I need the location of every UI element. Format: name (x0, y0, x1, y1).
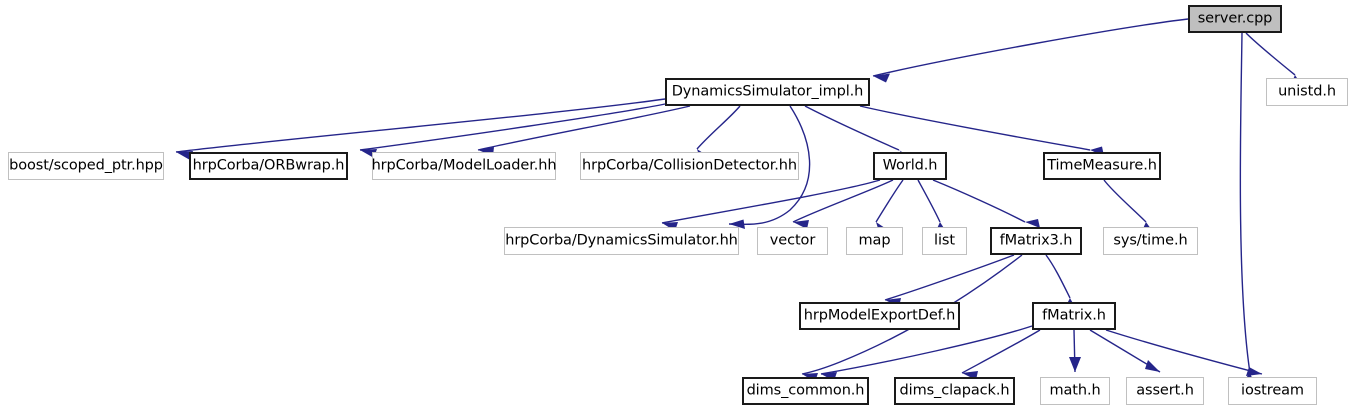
edge-dynsim_impl-to-orbwrap (359, 103, 666, 151)
node-label-map: map (858, 232, 891, 249)
edge-fmatrix-to-dims_clapack (961, 329, 1041, 374)
node-server_cpp[interactable]: server.cpp (1188, 5, 1282, 33)
node-modelloader[interactable]: hrpCorba/ModelLoader.hh (371, 152, 557, 180)
node-label-world: World.h (882, 157, 938, 174)
edge-timemeasure-to-sys_time (1103, 179, 1147, 223)
node-iostream[interactable]: iostream (1228, 377, 1317, 405)
edge-server_cpp-to-iostream (1239, 32, 1251, 374)
edge-dynsim_impl-to-timemeasure (859, 105, 1091, 151)
node-orbwrap[interactable]: hrpCorba/ORBwrap.h (189, 152, 348, 180)
node-list[interactable]: list (922, 227, 967, 255)
node-label-dims_common: dims_common.h (746, 382, 865, 399)
node-map[interactable]: map (846, 227, 903, 255)
edge-fmatrix3-to-hrpmodelexportdef (884, 254, 1015, 301)
edge-fmatrix-to-iostream (1105, 329, 1263, 375)
node-dynsim_impl[interactable]: DynamicsSimulator_impl.h (665, 78, 870, 106)
edge-fmatrix3-to-dims_common (801, 254, 1023, 375)
node-boost_scoped_ptr[interactable]: boost/scoped_ptr.hpp (8, 152, 164, 180)
arrowhead-dynsim_impl-to-boost_scoped_ptr (176, 151, 193, 160)
node-label-dynsim_hh: hrpCorba/DynamicsSimulator.hh (505, 232, 738, 249)
arrowhead-world-to-vector (793, 220, 809, 229)
node-label-fmatrix: fMatrix.h (1042, 307, 1106, 324)
node-dynsim_hh[interactable]: hrpCorba/DynamicsSimulator.hh (504, 227, 739, 255)
node-assert_h[interactable]: assert.h (1126, 377, 1204, 405)
node-hrpmodelexportdef[interactable]: hrpModelExportDef.h (799, 302, 960, 330)
edge-world-to-list (917, 179, 941, 223)
edge-dynsim_impl-to-modelloader (477, 105, 691, 151)
node-label-math_h: math.h (1049, 382, 1101, 399)
edge-world-to-map (875, 179, 904, 223)
node-sys_time[interactable]: sys/time.h (1103, 227, 1198, 255)
node-timemeasure[interactable]: TimeMeasure.h (1043, 152, 1161, 180)
node-label-vector: vector (769, 232, 816, 249)
node-label-server_cpp: server.cpp (1197, 10, 1273, 27)
node-label-boost_scoped_ptr: boost/scoped_ptr.hpp (9, 157, 163, 174)
node-dims_clapack[interactable]: dims_clapack.h (894, 377, 1015, 405)
node-fmatrix[interactable]: fMatrix.h (1032, 302, 1116, 330)
node-vector[interactable]: vector (757, 227, 828, 255)
node-label-dynsim_impl: DynamicsSimulator_impl.h (671, 83, 864, 100)
node-math_h[interactable]: math.h (1040, 377, 1110, 405)
node-label-timemeasure: TimeMeasure.h (1047, 157, 1157, 174)
node-collisiondetector[interactable]: hrpCorba/CollisionDetector.hh (580, 152, 799, 180)
edge-world-to-fmatrix3 (932, 179, 1026, 223)
edge-fmatrix-to-dims_common (820, 325, 1033, 375)
node-fmatrix3[interactable]: fMatrix3.h (990, 227, 1082, 255)
edge-dynsim_impl-to-dynsim_hh (728, 105, 811, 226)
node-label-iostream: iostream (1241, 382, 1304, 399)
edge-dynsim_impl-to-world (804, 105, 900, 151)
edge-server_cpp-to-unistd (1245, 32, 1296, 76)
edge-fmatrix3-to-fmatrix (1045, 254, 1071, 299)
node-label-orbwrap: hrpCorba/ORBwrap.h (192, 157, 345, 174)
node-label-sys_time: sys/time.h (1113, 232, 1188, 249)
node-dims_common[interactable]: dims_common.h (742, 377, 869, 405)
arrowhead-dynsim_impl-to-dynsim_hh (729, 219, 745, 229)
arrowhead-server_cpp-to-dynsim_impl (873, 73, 890, 83)
edge-world-to-dynsim_hh (661, 179, 881, 224)
node-world[interactable]: World.h (873, 152, 947, 180)
edge-dynsim_impl-to-collisiondetector (696, 105, 741, 150)
edge-server_cpp-to-dynsim_impl (872, 18, 1189, 77)
edge-world-to-vector (792, 179, 894, 223)
node-label-assert_h: assert.h (1136, 382, 1194, 399)
node-label-hrpmodelexportdef: hrpModelExportDef.h (803, 307, 956, 324)
node-label-dims_clapack: dims_clapack.h (899, 382, 1010, 399)
node-label-fmatrix3: fMatrix3.h (999, 232, 1073, 249)
node-label-list: list (934, 232, 955, 249)
arrowhead-fmatrix-to-iostream (1246, 367, 1262, 376)
arrowhead-world-to-fmatrix3 (1025, 219, 1040, 228)
node-unistd[interactable]: unistd.h (1266, 78, 1348, 106)
arrowhead-fmatrix-to-assert_h (1145, 360, 1160, 372)
node-label-modelloader: hrpCorba/ModelLoader.hh (371, 157, 557, 174)
node-label-unistd: unistd.h (1278, 83, 1336, 100)
arrowhead-fmatrix-to-math_h (1069, 357, 1081, 372)
node-label-collisiondetector: hrpCorba/CollisionDetector.hh (582, 157, 797, 174)
edge-dynsim_impl-to-boost_scoped_ptr (175, 98, 666, 153)
